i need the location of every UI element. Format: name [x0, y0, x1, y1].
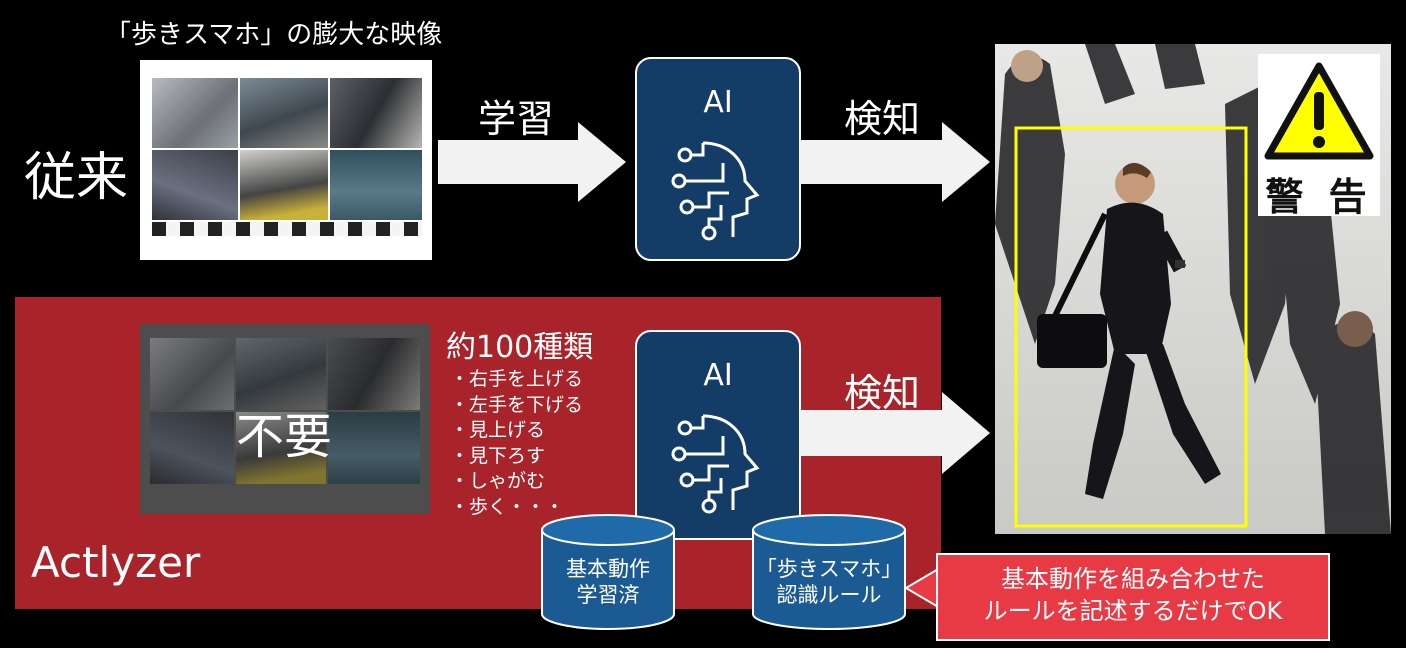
- db-learned-line: 基本動作: [566, 557, 650, 581]
- video-thumbnail: [330, 78, 422, 148]
- warning-triangle-icon: [1264, 62, 1374, 160]
- video-thumbnail: [150, 412, 234, 484]
- ai-label: AI: [703, 358, 733, 393]
- ai-label: AI: [703, 85, 733, 120]
- unneeded-label: 不要: [236, 409, 333, 465]
- video-thumbnail: [328, 338, 420, 410]
- ai-head-circuit-icon: [671, 414, 760, 514]
- ai-head-circuit-icon: [671, 141, 760, 241]
- video-thumbnail: [330, 150, 422, 220]
- learn-label: 学習: [478, 97, 555, 141]
- video-thumbnail: [152, 150, 238, 220]
- right-arrow-icon: [800, 122, 990, 202]
- action-item: ・しゃがむ: [450, 470, 546, 492]
- action-item: ・左手を下げる: [450, 393, 584, 416]
- detect-label: 検知: [844, 371, 921, 415]
- pedestrian-photo: [995, 44, 1391, 534]
- ai-box: AI: [635, 330, 801, 540]
- conventional-label: 従来: [24, 148, 129, 208]
- callout-text: 基本動作を組み合わせた ルールを記述するだけでOK: [936, 563, 1330, 627]
- action-count-title: 約100種類: [446, 330, 594, 365]
- database-cylinder-icon: 基本動作 学習済: [540, 514, 676, 632]
- ai-box: AI: [635, 57, 801, 261]
- right-arrow-icon: [438, 122, 626, 202]
- video-thumbnail: [240, 78, 328, 148]
- actlyzer-brand: Actlyzer: [31, 538, 201, 587]
- detect-label: 検知: [844, 97, 921, 141]
- unneeded-video-grid: [140, 324, 430, 514]
- warning-label: 警 告: [1265, 175, 1373, 219]
- action-item: ・見上げる: [450, 419, 546, 441]
- video-thumbnail: [236, 412, 326, 484]
- video-thumbnail: [152, 222, 422, 236]
- db-rules-line: 「歩きスマホ」: [755, 557, 903, 581]
- action-list: ・右手を上げる ・左手を下げる ・見上げる ・見下ろす ・しゃがむ ・歩く・・・: [450, 367, 583, 520]
- video-caption: 「歩きスマホ」の膨大な映像: [105, 20, 443, 50]
- callout-line: 基本動作を組み合わせた: [1001, 565, 1265, 593]
- video-thumbnail: [152, 78, 238, 148]
- video-thumbnail: [240, 150, 328, 220]
- action-item: ・見下ろす: [450, 444, 546, 467]
- action-item: ・歩く・・・: [450, 495, 565, 518]
- video-thumbnail-grid: [140, 60, 432, 260]
- video-thumbnail: [150, 338, 234, 410]
- video-thumbnail: [328, 412, 420, 484]
- db-learned-line: 学習済: [576, 583, 640, 607]
- right-arrow-icon: [800, 392, 990, 474]
- video-thumbnail: [236, 338, 326, 410]
- callout-pointer: [906, 568, 940, 608]
- action-item: ・右手を上げる: [450, 368, 584, 390]
- db-rules-line: 認識ルール: [776, 583, 882, 607]
- database-cylinder-icon: 「歩きスマホ」 認識ルール: [751, 514, 907, 632]
- detection-box: [1014, 126, 1248, 528]
- callout-box: [936, 553, 1330, 641]
- callout-line: ルールを記述するだけでOK: [983, 597, 1283, 625]
- warning-sign: 警 告: [1258, 54, 1380, 219]
